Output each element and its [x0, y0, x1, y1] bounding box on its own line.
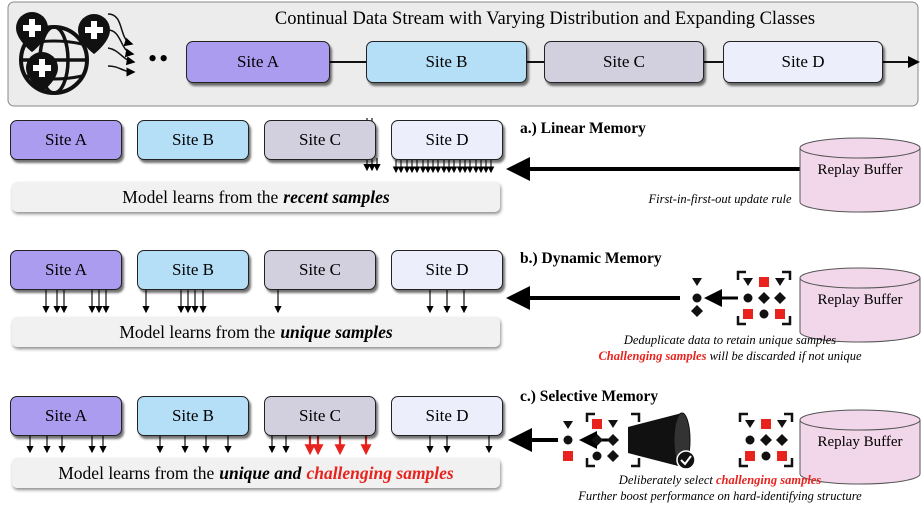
row-c-site-b: Site B — [137, 396, 249, 436]
row-b-note-emph: Challenging samples — [598, 349, 707, 363]
row-b-note-line2: Challenging samples will be discarded if… — [540, 348, 920, 364]
header-site-a: Site A — [186, 41, 330, 83]
row-b-site-a: Site A — [10, 250, 122, 290]
grid-bracket — [736, 316, 746, 326]
row-c-learn-prefix: Model learns from the — [58, 462, 215, 483]
row-b-note-rest: will be discarded if not unique — [709, 349, 862, 363]
row-c-sample-arrows — [26, 436, 493, 454]
row-c-buffer-label: Replay Buffer — [817, 434, 903, 450]
grid-bracket — [736, 270, 746, 280]
row-a-heading: a.) Linear Memory — [520, 120, 646, 137]
grid-bracket — [631, 412, 641, 422]
header-site-d: Site D — [723, 41, 883, 83]
row-a-learn-prefix: Model learns from the — [122, 186, 279, 207]
grid-bracket — [782, 316, 792, 326]
row-b-heading: b.) Dynamic Memory — [520, 250, 662, 267]
row-c-note-line2: Further boost performance on hard-identi… — [578, 489, 862, 503]
sample-challenging — [761, 419, 771, 429]
sample-circle — [743, 293, 753, 303]
sample-challenging — [759, 277, 769, 287]
replay-buffer-b — [799, 267, 921, 343]
row-c-site-a: Site A — [10, 396, 122, 436]
row-c-note-prefix: Deliberately select — [618, 473, 713, 487]
row-b-learn-emph: unique samples — [280, 321, 393, 342]
row-a-learn-bar: Model learns from the recent samples — [12, 182, 500, 212]
sample-circle — [745, 435, 755, 445]
row-b-note-line1: Deduplicate data to retain unique sample… — [623, 333, 837, 347]
row-b-site-c: Site C — [264, 250, 376, 290]
header-site-b: Site B — [366, 41, 527, 83]
sample-diamond — [607, 450, 619, 462]
row-a-site-b: Site B — [137, 120, 249, 160]
sample-diamond — [774, 292, 786, 304]
grid-bracket — [738, 412, 748, 422]
sample-circle — [761, 451, 771, 461]
stream-arrows — [107, 13, 136, 77]
sample-challenging — [743, 309, 753, 319]
header-site-c: Site C — [544, 41, 704, 83]
header-title: Continual Data Stream with Varying Distr… — [274, 9, 816, 29]
grid-bracket — [738, 458, 748, 468]
row-c-selected-column — [563, 421, 573, 461]
row-a-site-d: Site D — [391, 120, 503, 160]
row-b-sample-grid — [736, 270, 792, 326]
sample-challenging — [775, 309, 785, 319]
row-c-learn-emph2: challenging samples — [306, 462, 454, 483]
grid-bracket — [585, 412, 595, 422]
sample-triangle — [775, 278, 785, 286]
row-c-challenging-arrows — [304, 436, 372, 456]
row-c-note-line1: Deliberately select challenging samples — [520, 472, 920, 488]
row-a-site-a: Site A — [10, 120, 122, 160]
grid-bracket — [585, 458, 595, 468]
row-b-sample-arrows — [42, 290, 468, 314]
row-b-note: Deduplicate data to retain unique sample… — [540, 332, 920, 364]
sample-diamond — [776, 434, 788, 446]
megaphone-selector-icon — [628, 412, 696, 470]
sample-diamond — [758, 292, 770, 304]
sample-challenging — [777, 451, 787, 461]
row-a-buffer-label: Replay Buffer — [817, 162, 903, 178]
row-c-site-c: Site C — [264, 396, 376, 436]
row-c-learn-bar: Model learns from the unique and challen… — [12, 458, 500, 488]
globe-medical-icon — [16, 12, 110, 95]
row-b-unique-column — [691, 278, 703, 317]
row-c-site-d: Site D — [391, 396, 503, 436]
stream-ellipsis: •• — [148, 44, 171, 73]
sample-diamond — [607, 434, 619, 446]
row-b-site-d: Site D — [391, 250, 503, 290]
row-a-site-d-arrows — [392, 160, 495, 174]
row-b-learn-bar: Model learns from the unique samples — [12, 317, 500, 347]
row-b-learn-prefix: Model learns from the — [119, 321, 276, 342]
row-c-sample-grid — [738, 412, 794, 468]
replay-buffer-c — [799, 409, 921, 485]
row-c-selected-grid — [585, 412, 641, 468]
sample-diamond — [591, 434, 603, 446]
row-b-site-b: Site B — [137, 250, 249, 290]
row-b-buffer-label: Replay Buffer — [817, 292, 903, 308]
row-a-learn-emph: recent samples — [283, 186, 390, 207]
sample-circle — [759, 309, 769, 319]
grid-bracket — [782, 270, 792, 280]
sample-triangle — [743, 278, 753, 286]
row-a-site-c: Site C — [264, 120, 376, 160]
sample-triangle — [745, 420, 755, 428]
row-c-note: Deliberately select challenging samples … — [520, 472, 920, 504]
sample-circle — [592, 451, 602, 461]
grid-bracket — [631, 458, 641, 468]
sample-triangle — [608, 420, 618, 428]
row-c-learn-emph: unique and — [219, 462, 302, 483]
sample-diamond — [760, 434, 772, 446]
replay-buffer-a — [799, 137, 921, 213]
row-c-heading: c.) Selective Memory — [520, 388, 659, 405]
sample-challenging — [592, 419, 602, 429]
row-a-note: First-in-first-out update rule — [648, 192, 792, 206]
grid-bracket — [784, 458, 794, 468]
sample-triangle — [777, 420, 787, 428]
row-c-note-emph: challenging samples — [715, 473, 822, 487]
grid-bracket — [784, 412, 794, 422]
sample-challenging — [745, 451, 755, 461]
